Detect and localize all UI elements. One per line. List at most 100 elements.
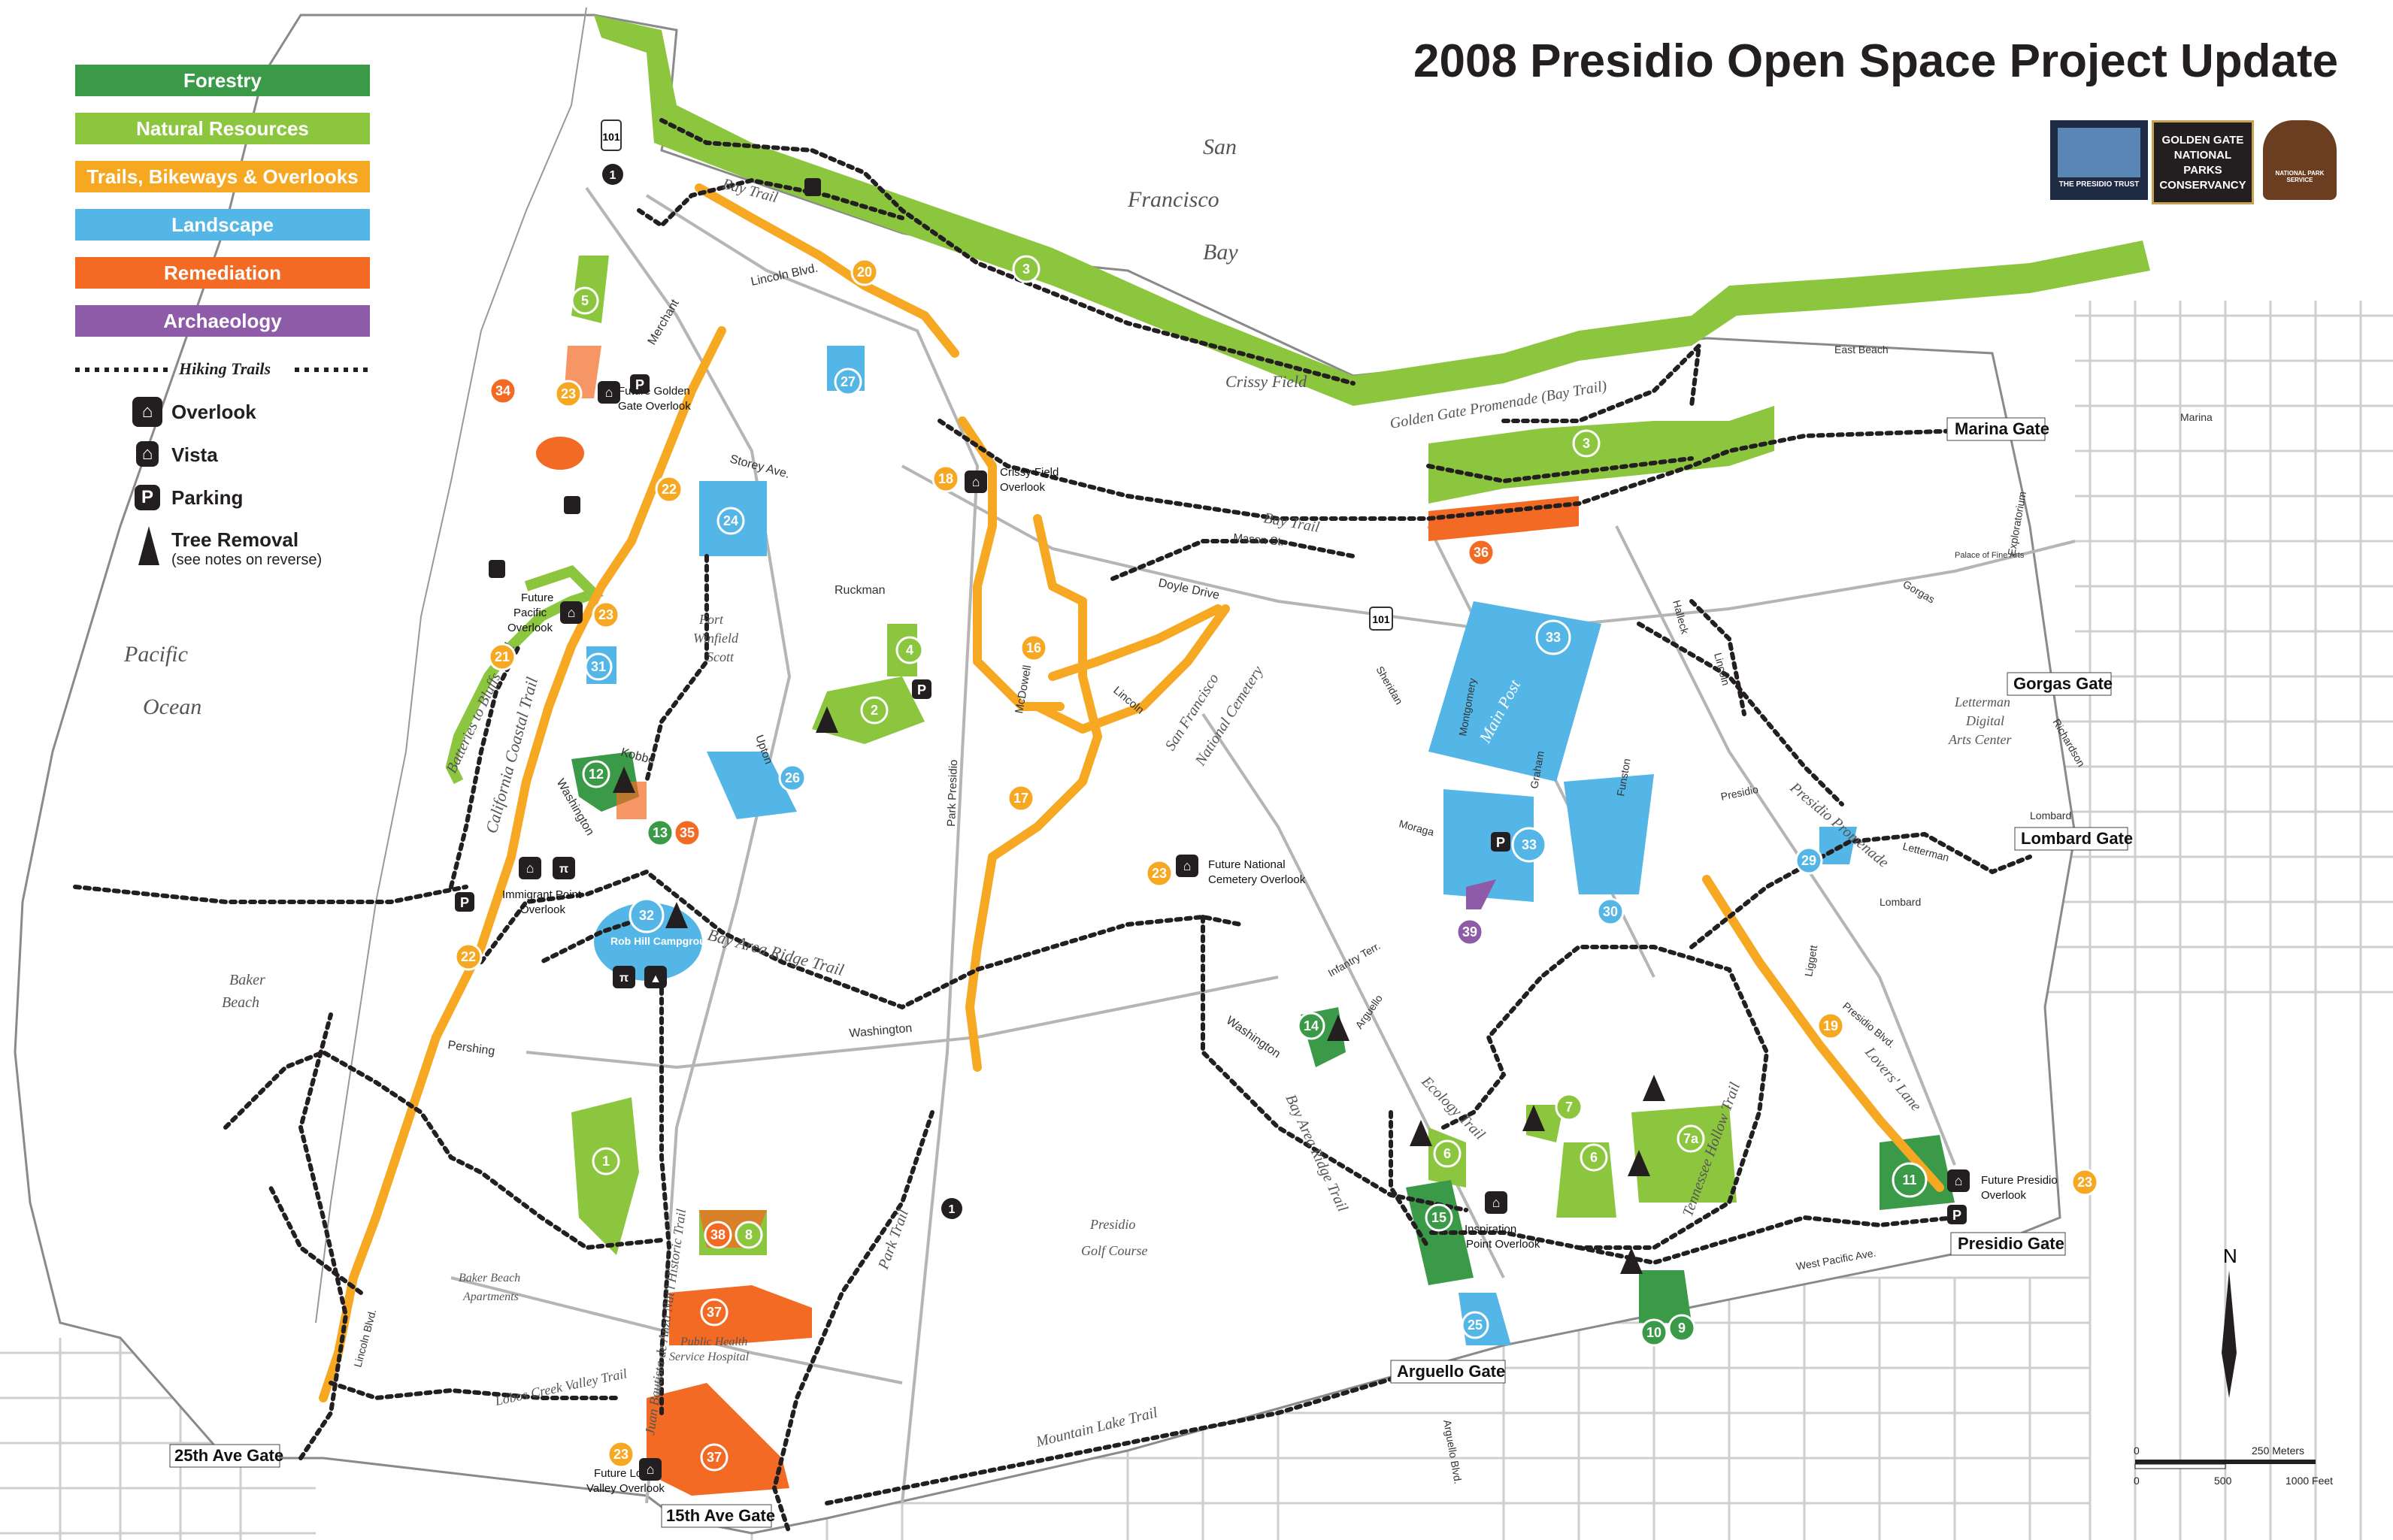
future-golden-gate-overlook-label-2: Gate Overlook — [618, 400, 691, 413]
area-1 — [571, 1097, 639, 1255]
project-number: 36 — [1474, 545, 1489, 560]
page-title: 2008 Presidio Open Space Project Update — [1413, 35, 2339, 87]
overlook-icon: ⌂ — [132, 397, 162, 427]
gates: Marina Gate Gorgas Gate Lombard Gate Pre… — [169, 417, 2133, 1528]
north-label: N — [2223, 1245, 2237, 1267]
project-number: 20 — [857, 265, 872, 280]
project-number: 23 — [598, 607, 613, 622]
project-marker-22: 22 — [454, 942, 483, 971]
route-1-shield: 1 — [610, 169, 616, 182]
gate-marina: Marina Gate — [1955, 419, 2049, 438]
legend-vista-label: Vista — [171, 443, 218, 466]
project-number: 6 — [1590, 1150, 1598, 1165]
svg-text:P: P — [635, 377, 644, 392]
bay-label-2: Francisco — [1127, 187, 1219, 212]
park-boundary — [14, 14, 2076, 1535]
project-marker-15: 15 — [1425, 1203, 1453, 1232]
area-33-parade — [1443, 789, 1534, 902]
public-health-label-1: Public Health — [680, 1336, 747, 1348]
gate-gorgas: Gorgas Gate — [2013, 674, 2113, 693]
presidio-overlook-label-1: Future Presidio — [1981, 1174, 2058, 1187]
project-number: 15 — [1431, 1210, 1446, 1225]
project-marker-37: 37 — [700, 1298, 729, 1327]
legend-archaeology: Archaeology — [75, 305, 370, 337]
street-east-beach: East Beach — [1834, 343, 1889, 356]
project-marker-3: 3 — [1572, 429, 1601, 458]
project-marker-4: 4 — [895, 636, 924, 664]
pacific-overlook-label-1: Future — [521, 591, 553, 604]
project-number: 17 — [1013, 791, 1028, 806]
baker-apartments-label-2: Apartments — [462, 1290, 519, 1303]
vista-icon — [804, 178, 821, 196]
tree-removal-icon — [138, 526, 159, 565]
project-marker-21: 21 — [488, 643, 516, 671]
golf-course-label-2: Golf Course — [1081, 1243, 1148, 1258]
street-lombard-2: Lombard — [1880, 896, 1921, 908]
project-number: 19 — [1823, 1018, 1838, 1033]
inspiration-overlook-label-2: Point Overlook — [1466, 1238, 1540, 1251]
scale-feet-mid: 500 — [2214, 1475, 2232, 1487]
lobos-overlook-label-2: Valley Overlook — [586, 1482, 665, 1495]
legend-forestry: Forestry — [75, 65, 370, 96]
project-number: 2 — [871, 703, 878, 718]
area-30 — [1564, 774, 1654, 894]
campground-icon: ▲ — [644, 966, 667, 988]
scale-meters-zero: 0 — [2134, 1445, 2140, 1457]
baker-beach-label-1: Baker — [229, 972, 265, 988]
crissy-overlook-label-2: Overlook — [1000, 481, 1046, 494]
svg-text:π: π — [559, 863, 568, 876]
project-number: 23 — [561, 386, 576, 401]
parking-icon: P — [455, 892, 474, 912]
parking-icon: P — [1947, 1205, 1967, 1224]
letterman-label-3: Arts Center — [1948, 732, 2012, 747]
immigrant-overlook-label-1: Immigrant Point — [502, 888, 582, 901]
project-marker-39: 39 — [1455, 918, 1484, 946]
project-marker-7a: 7a — [1677, 1124, 1705, 1153]
project-marker-23: 23 — [607, 1440, 635, 1469]
legend-natural-resources: Natural Resources — [75, 113, 370, 144]
tree-removal-icon — [613, 706, 1665, 1274]
project-marker-6: 6 — [1433, 1139, 1462, 1168]
map-symbols: ⌂ ⌂ ⌂ ⌂ π ⌂ ⌂ ⌂ ⌂ π ▲ P P P P P — [455, 178, 1970, 1481]
project-number: 29 — [1801, 853, 1816, 868]
scale-feet-zero: 0 — [2134, 1475, 2140, 1487]
street-arguello-blvd: Arguello Blvd. — [1441, 1419, 1465, 1485]
shoreline — [315, 7, 587, 1324]
nps-logo: NATIONAL PARK SERVICE — [2263, 120, 2337, 200]
project-number: 6 — [1443, 1146, 1451, 1161]
baker-apartments-label-1: Baker Beach — [459, 1272, 520, 1284]
picnic-icon: π — [613, 966, 635, 988]
project-number: 7 — [1565, 1100, 1573, 1115]
gate-15th-ave: 15th Ave Gate — [666, 1506, 775, 1525]
project-marker-38: 38 — [704, 1221, 732, 1249]
overlook-icon: ⌂ — [598, 381, 620, 404]
svg-text:▲: ▲ — [650, 973, 662, 985]
street-ruckman: Ruckman — [835, 584, 886, 597]
project-number: 25 — [1468, 1318, 1483, 1333]
gate-arguello: Arguello Gate — [1397, 1362, 1505, 1381]
public-health-label-2: Service Hospital — [669, 1351, 750, 1363]
palace-label: Palace of Fine Arts — [1955, 551, 2025, 560]
project-marker-8: 8 — [735, 1221, 763, 1249]
crissy-field-shoreline — [594, 15, 2150, 406]
area-37-lower — [647, 1383, 789, 1496]
project-marker-12: 12 — [582, 760, 610, 788]
fort-winfield-scott-label-3: Scott — [707, 649, 735, 664]
route-101-shield-2: 101 — [1372, 613, 1390, 625]
project-marker-23: 23 — [554, 380, 583, 408]
overlook-icon: ⌂ — [639, 1458, 662, 1481]
project-number: 3 — [1583, 436, 1590, 451]
trail-projects — [319, 183, 1944, 1402]
overlook-icon: ⌂ — [965, 470, 987, 493]
ocean-label-2: Ocean — [143, 694, 201, 719]
parking-icon: P — [1491, 832, 1510, 852]
project-marker-31: 31 — [584, 652, 613, 681]
area-9-10 — [1639, 1270, 1692, 1323]
project-marker-36: 36 — [1467, 538, 1495, 567]
overlook-labels: Future Golden Gate Overlook Crissy Field… — [502, 385, 2058, 1495]
project-number: 35 — [680, 825, 695, 840]
project-number: 1 — [602, 1154, 610, 1169]
project-number: 23 — [613, 1447, 629, 1462]
project-number: 7a — [1683, 1131, 1699, 1146]
